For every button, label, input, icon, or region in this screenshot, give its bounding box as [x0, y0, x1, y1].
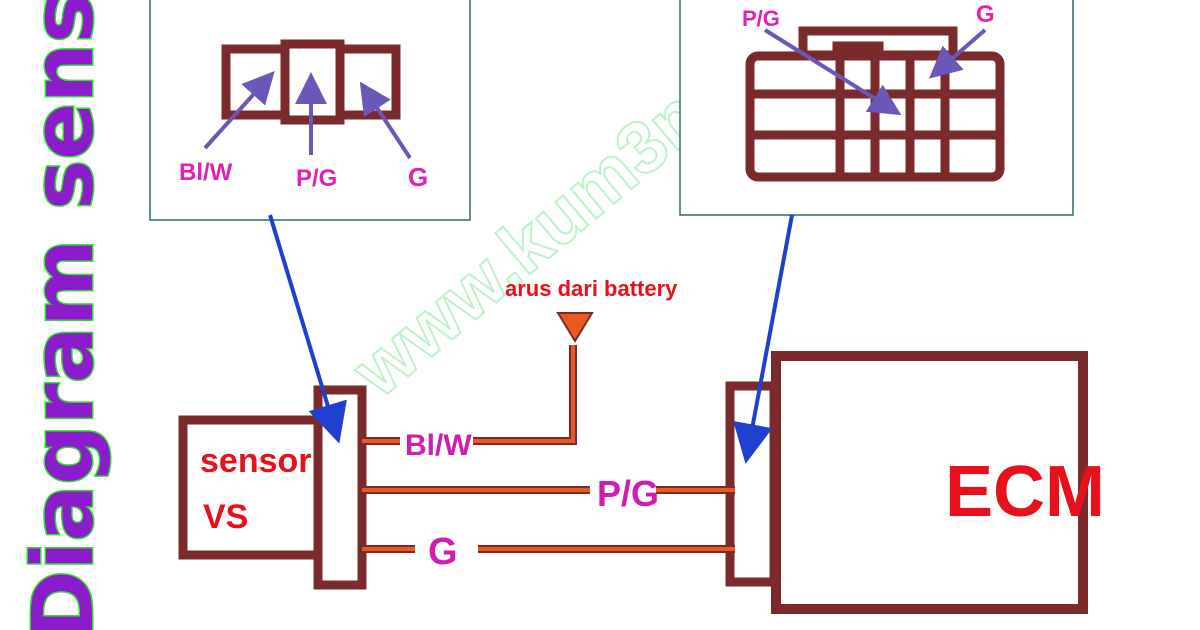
wire-label-pg: P/G [597, 473, 659, 514]
sensor-connector-callout: Bl/W P/G G [149, 0, 471, 221]
ecm-connector-shape [745, 26, 1005, 182]
sensor-label-vs: VS [203, 498, 248, 536]
ecm-connector-callout: P/G G [679, 0, 1074, 216]
ecm-pin-arrow-g [928, 28, 987, 79]
pin-label-pg: P/G [296, 165, 337, 192]
callout-arrow-ecm [733, 214, 794, 464]
ecm-label: ECM [945, 452, 1105, 532]
battery-label: arus dari battery [505, 276, 678, 301]
pin-label-g: G [408, 162, 428, 192]
ecm-pin-label-pg: P/G [742, 6, 780, 31]
wire-label-blw: Bl/W [405, 429, 472, 462]
battery-triangle [556, 312, 594, 343]
wire-blw [362, 345, 577, 445]
ecm-pin-label-g: G [976, 1, 995, 28]
sensor-vs-block: sensor VS [178, 385, 367, 590]
ecm-block: ECM [725, 351, 1105, 614]
side-title: Diagram sensor VS [14, 0, 112, 630]
pin-arrow-blw [203, 71, 275, 150]
battery-source: arus dari battery [505, 276, 678, 343]
pin-label-blw: Bl/W [179, 159, 233, 186]
pin-arrow-g [359, 81, 412, 160]
sensor-label: sensor [200, 442, 312, 480]
callout-arrow-sensor [268, 214, 347, 444]
wire-label-g: G [428, 531, 458, 573]
ecm-pin-arrow-pg [763, 28, 902, 116]
